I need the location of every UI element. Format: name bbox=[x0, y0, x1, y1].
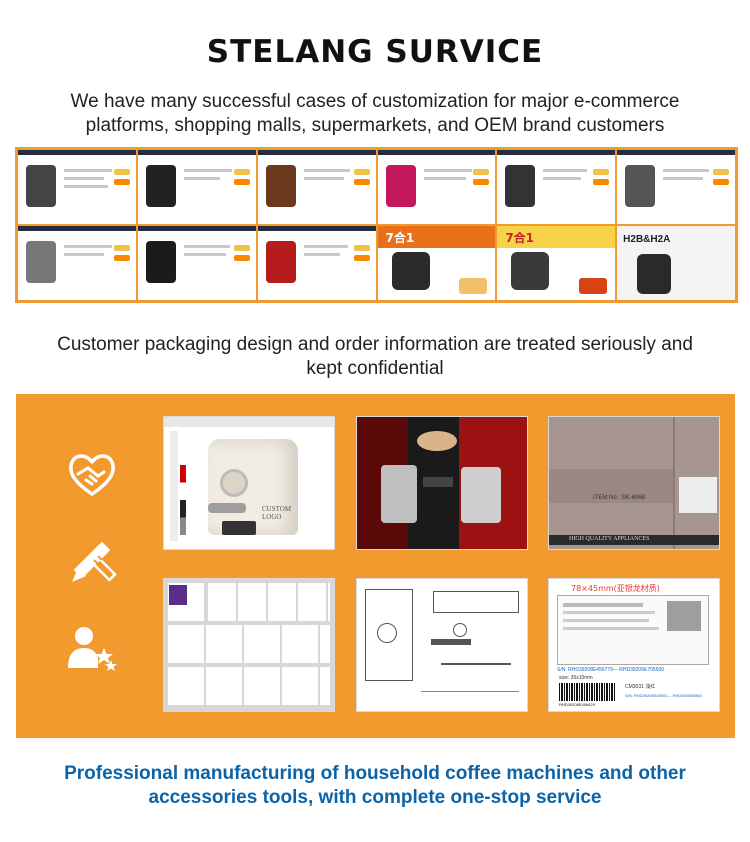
label-size-text: 78×45mm(亚银龙材质) bbox=[571, 584, 660, 593]
manual-pages-tile bbox=[163, 578, 335, 712]
case-screenshot bbox=[137, 226, 256, 300]
user-stars-icon bbox=[64, 622, 120, 678]
case-screenshot bbox=[18, 226, 136, 300]
case-screenshot bbox=[497, 150, 616, 224]
pencil-ruler-icon bbox=[64, 534, 120, 590]
design-software-tile: CUSTOM LOGO bbox=[163, 416, 335, 550]
label-model-text: CM3031 浅红 bbox=[625, 684, 656, 690]
case-screenshot bbox=[377, 150, 496, 224]
ad-screenshot: H2B&H2A bbox=[617, 226, 735, 300]
box-item-number: ITEM No.: SK-6968 bbox=[593, 495, 646, 501]
case-screenshot bbox=[257, 226, 376, 300]
label-serial-text: S/N: RHD39208E456779--- RHD39206E705500 bbox=[557, 667, 665, 673]
barcode bbox=[559, 683, 615, 701]
model-label: H2B&H2A bbox=[623, 234, 671, 245]
technical-drawing-tile bbox=[356, 578, 528, 712]
case-screenshot bbox=[137, 150, 256, 224]
case-screenshot bbox=[18, 150, 136, 224]
page-title: STELANG SURVICE bbox=[206, 34, 544, 70]
ad-label: 7合1 bbox=[505, 231, 535, 245]
case-screenshot bbox=[617, 150, 735, 224]
label-barcode-text: RHD39206E456429 bbox=[559, 702, 595, 707]
ad-screenshot: 7合1 bbox=[497, 226, 616, 300]
section-subtitle: Customer packaging design and order info… bbox=[57, 334, 693, 379]
handshake-heart-icon bbox=[64, 446, 120, 502]
label-size-small-text: size: 35x10mm bbox=[559, 675, 593, 681]
ad-screenshot: 7合1 bbox=[377, 226, 496, 300]
box-band-text: HIGH QUALITY APPLIANCES bbox=[569, 536, 650, 542]
custom-logo-text: CUSTOM LOGO bbox=[262, 505, 292, 521]
case-screenshot bbox=[257, 150, 376, 224]
packaging-panel: CUSTOM LOGO ITEM No.: SK-6968 HIGH QUALI… bbox=[16, 394, 735, 738]
ad-label: 7合1 bbox=[385, 231, 415, 245]
label-serial-text-2: S/N: RHD39206E45000--- RHD39208E860 bbox=[625, 693, 702, 698]
gray-box-tile: ITEM No.: SK-6968 HIGH QUALITY APPLIANCE… bbox=[548, 416, 720, 550]
intro-text: We have many successful cases of customi… bbox=[70, 91, 680, 136]
case-collage: 7合1 7合1 H2B&H2A bbox=[15, 147, 738, 303]
red-box-design-tile bbox=[356, 416, 528, 550]
closing-statement: Professional manufacturing of household … bbox=[64, 763, 686, 808]
product-label-tile: 78×45mm(亚银龙材质) S/N: RHD39208E456779--- R… bbox=[548, 578, 720, 712]
